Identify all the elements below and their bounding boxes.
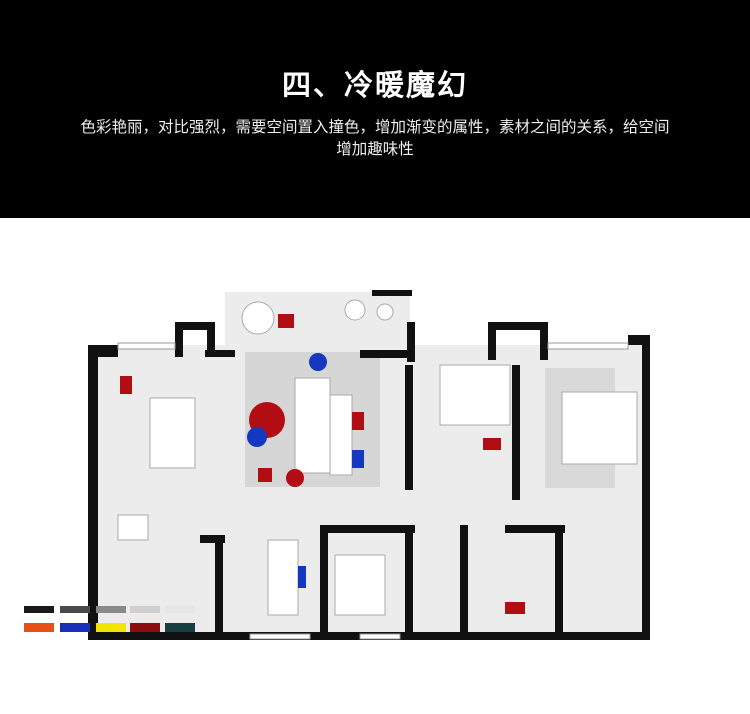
accent-furniture	[120, 314, 525, 614]
dining-table	[267, 539, 299, 616]
windows	[117, 342, 629, 640]
sofa	[294, 377, 331, 474]
bed-middle	[439, 364, 511, 426]
armchair	[241, 301, 275, 335]
bed-master	[561, 391, 638, 465]
header-banner: 四、冷暖魔幻 色彩艳丽，对比强烈，需要空间置入撞色，增加渐变的属性，素材之间的关…	[0, 0, 750, 218]
section-title: 四、冷暖魔幻	[281, 68, 468, 102]
color-palette	[24, 606, 195, 632]
floor-plan	[24, 290, 650, 640]
kitchen	[334, 554, 386, 616]
sideboard	[329, 394, 353, 476]
section-description: 色彩艳丽，对比强烈，需要空间置入撞色，增加渐变的属性，素材之间的关系，给空间增加…	[80, 118, 670, 158]
furniture	[117, 299, 638, 616]
shoe-cabinet	[117, 514, 149, 541]
bed-left	[149, 397, 196, 469]
